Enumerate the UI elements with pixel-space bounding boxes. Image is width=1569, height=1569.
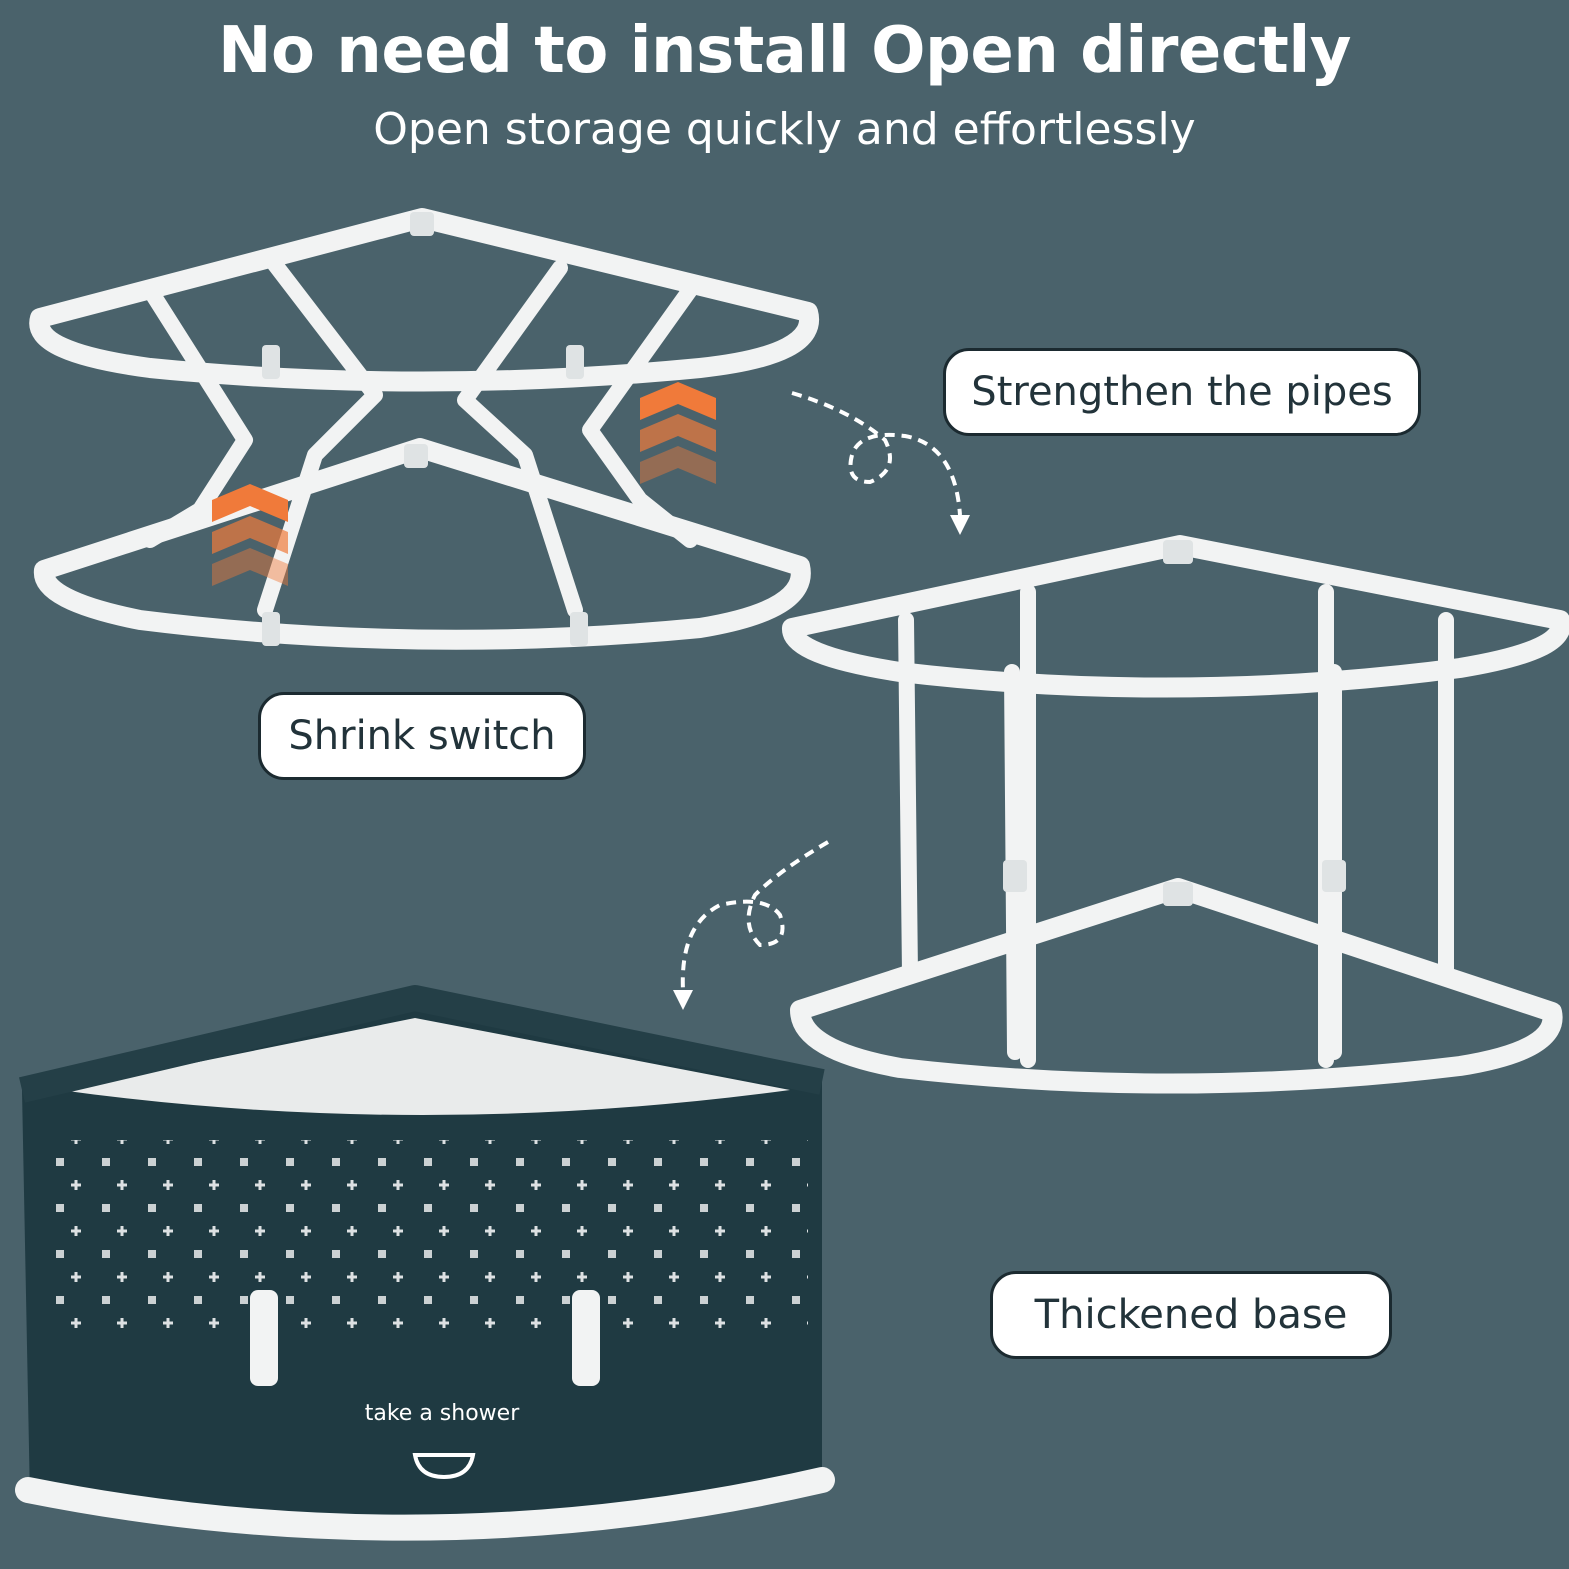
dashed-arrow-icon xyxy=(791,391,962,516)
open-frame-joints xyxy=(1003,540,1346,906)
tub-label: take a shower xyxy=(365,1401,520,1426)
arrow-head-icon xyxy=(950,515,970,535)
folded-frame xyxy=(29,208,820,650)
callout-shrink-switch: Shrink switch xyxy=(258,692,586,780)
dashed-arrow-icon xyxy=(680,840,830,991)
arrow-head-icon xyxy=(673,990,693,1010)
callout-thickened-base: Thickened base xyxy=(990,1271,1392,1359)
page-subtitle: Open storage quickly and effortlessly xyxy=(373,104,1196,155)
page-title: No need to install Open directly xyxy=(217,14,1352,88)
chevron-up-icon xyxy=(640,382,716,484)
bathtub-icon xyxy=(412,1453,476,1480)
callout-strengthen-pipes: Strengthen the pipes xyxy=(943,348,1421,436)
bathtub xyxy=(15,985,835,1541)
chevron-up-icon xyxy=(212,484,288,586)
folded-frame-joints xyxy=(262,212,588,646)
open-frame xyxy=(782,535,1569,1094)
